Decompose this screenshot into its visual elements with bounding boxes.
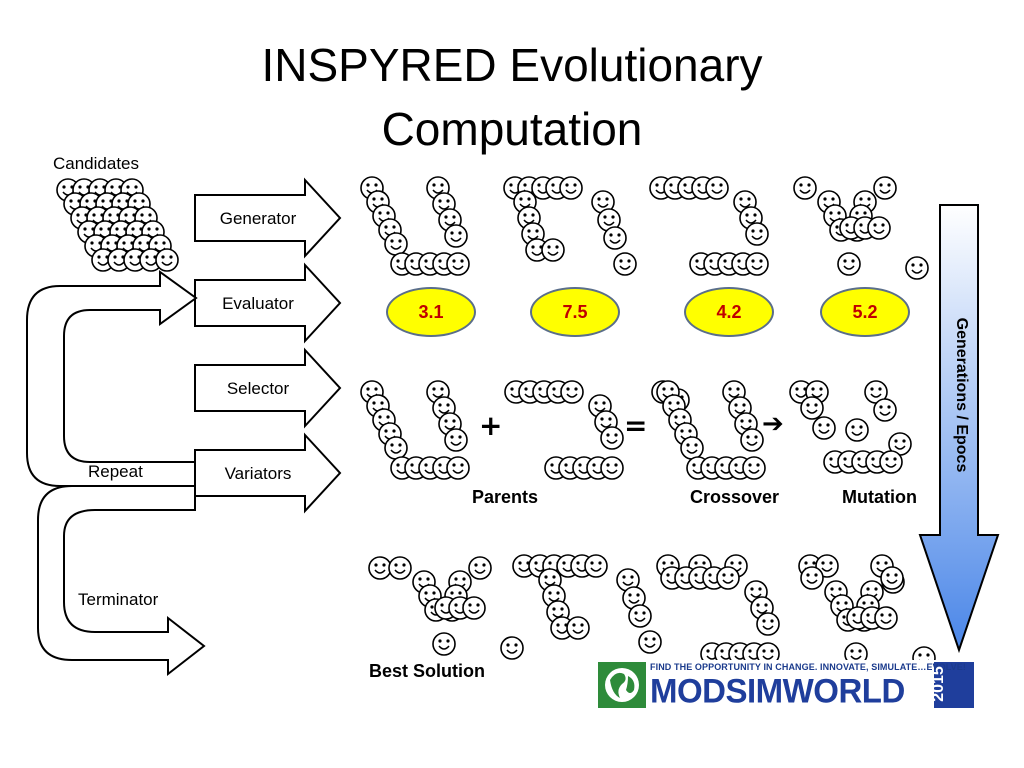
smiley-icon: [446, 252, 470, 276]
smiley-icon: [559, 176, 583, 200]
smiley-icon: [541, 238, 565, 262]
smiley-icon: [525, 238, 549, 262]
smiley-icon: [566, 616, 590, 640]
smiley-icon: [446, 456, 470, 480]
smiley-icon: [432, 632, 456, 656]
smiley-icon: [155, 248, 179, 272]
smiley-icon: [716, 566, 740, 590]
repeat-label: Repeat: [88, 462, 143, 481]
fitness-value-3: 4.2: [684, 287, 774, 337]
generations-label: Generations / Epocs: [953, 317, 970, 473]
smiley-icon: [616, 568, 640, 592]
parents-label: Parents: [472, 487, 539, 507]
smiley-icon: [368, 556, 392, 580]
smiley-icon: [560, 380, 584, 404]
smiley-icon: [844, 642, 868, 666]
smiley-icon: [388, 556, 412, 580]
candidates-label: Candidates: [53, 154, 140, 173]
smiley-icon: [384, 436, 408, 460]
smiley-icon: [613, 252, 637, 276]
smiley-icon: [880, 566, 904, 590]
smiley-icon: [874, 606, 898, 630]
smiley-icon: [591, 190, 615, 214]
smiley-icon: [123, 248, 147, 272]
smiley-icon: [789, 380, 813, 404]
crossover-label: Crossover: [690, 487, 780, 507]
smiley-icon: [873, 398, 897, 422]
evaluator-arrow: [194, 262, 342, 344]
terminator-label: Terminator: [78, 590, 159, 609]
smiley-icon: [845, 418, 869, 442]
generator-arrow: [194, 177, 342, 259]
smiley-icon: [756, 642, 780, 666]
smiley-icon: [745, 222, 769, 246]
smiley-icon: [384, 232, 408, 256]
smiley-icon: [603, 226, 627, 250]
smiley-icon: [879, 450, 903, 474]
smiley-icon: [793, 176, 817, 200]
mutation-label: Mutation: [842, 487, 917, 507]
best-solution-label: Best Solution: [369, 661, 485, 681]
mutation-arrow-icon: ➔: [762, 409, 784, 439]
step-label-variators: Variators: [224, 464, 292, 483]
smiley-icon: [742, 456, 766, 480]
smiley-icon: [638, 630, 662, 654]
logo-year: 2015: [930, 666, 947, 702]
equals-operator: =: [624, 409, 648, 442]
smiley-icon: [628, 604, 652, 628]
smiley-icon: [812, 416, 836, 440]
smiley-icon: [800, 566, 824, 590]
fitness-value-4: 5.2: [820, 287, 910, 337]
smiley-icon: [444, 428, 468, 452]
smiley-icon: [837, 252, 861, 276]
step-label-selector: Selector: [226, 379, 290, 398]
smiley-icon: [462, 596, 486, 620]
smiley-icon: [597, 208, 621, 232]
smiley-icon: [705, 176, 729, 200]
smiley-icon: [512, 554, 536, 578]
smiley-icon: [500, 636, 524, 660]
fitness-value-2: 7.5: [530, 287, 620, 337]
smiley-icon: [867, 216, 891, 240]
smiley-icon: [468, 556, 492, 580]
plus-operator: +: [479, 409, 503, 442]
smiley-icon: [873, 176, 897, 200]
variators-arrow: [194, 432, 342, 514]
smiley-icon: [888, 432, 912, 456]
modsimworld-logo: [598, 660, 976, 710]
smiley-icon: [584, 554, 608, 578]
repeat-loop-arrow: [26, 270, 198, 487]
smiley-icon: [444, 224, 468, 248]
fitness-value-1: 3.1: [386, 287, 476, 337]
smiley-icon: [905, 256, 929, 280]
terminator-arrow: [37, 485, 206, 677]
smiley-icon: [600, 426, 624, 450]
step-label-generator: Generator: [219, 209, 297, 228]
selector-arrow: [194, 347, 342, 429]
smiley-icon: [800, 396, 824, 420]
logo-wordmark: MODSIMWORLD: [650, 671, 905, 710]
step-label-evaluator: Evaluator: [222, 294, 294, 313]
logo-tagline: FIND THE OPPORTUNITY IN CHANGE. INNOVATE…: [650, 662, 966, 672]
smiley-icon: [756, 612, 780, 636]
slide-title-line2: Computation: [381, 103, 643, 155]
smiley-icon: [745, 252, 769, 276]
generations-arrow: [918, 204, 1000, 654]
slide-title-line1: INSPYRED Evolutionary: [261, 39, 763, 91]
smiley-icon: [680, 436, 704, 460]
smiley-icon: [622, 586, 646, 610]
smiley-icon: [740, 428, 764, 452]
smiley-icon: [600, 456, 624, 480]
